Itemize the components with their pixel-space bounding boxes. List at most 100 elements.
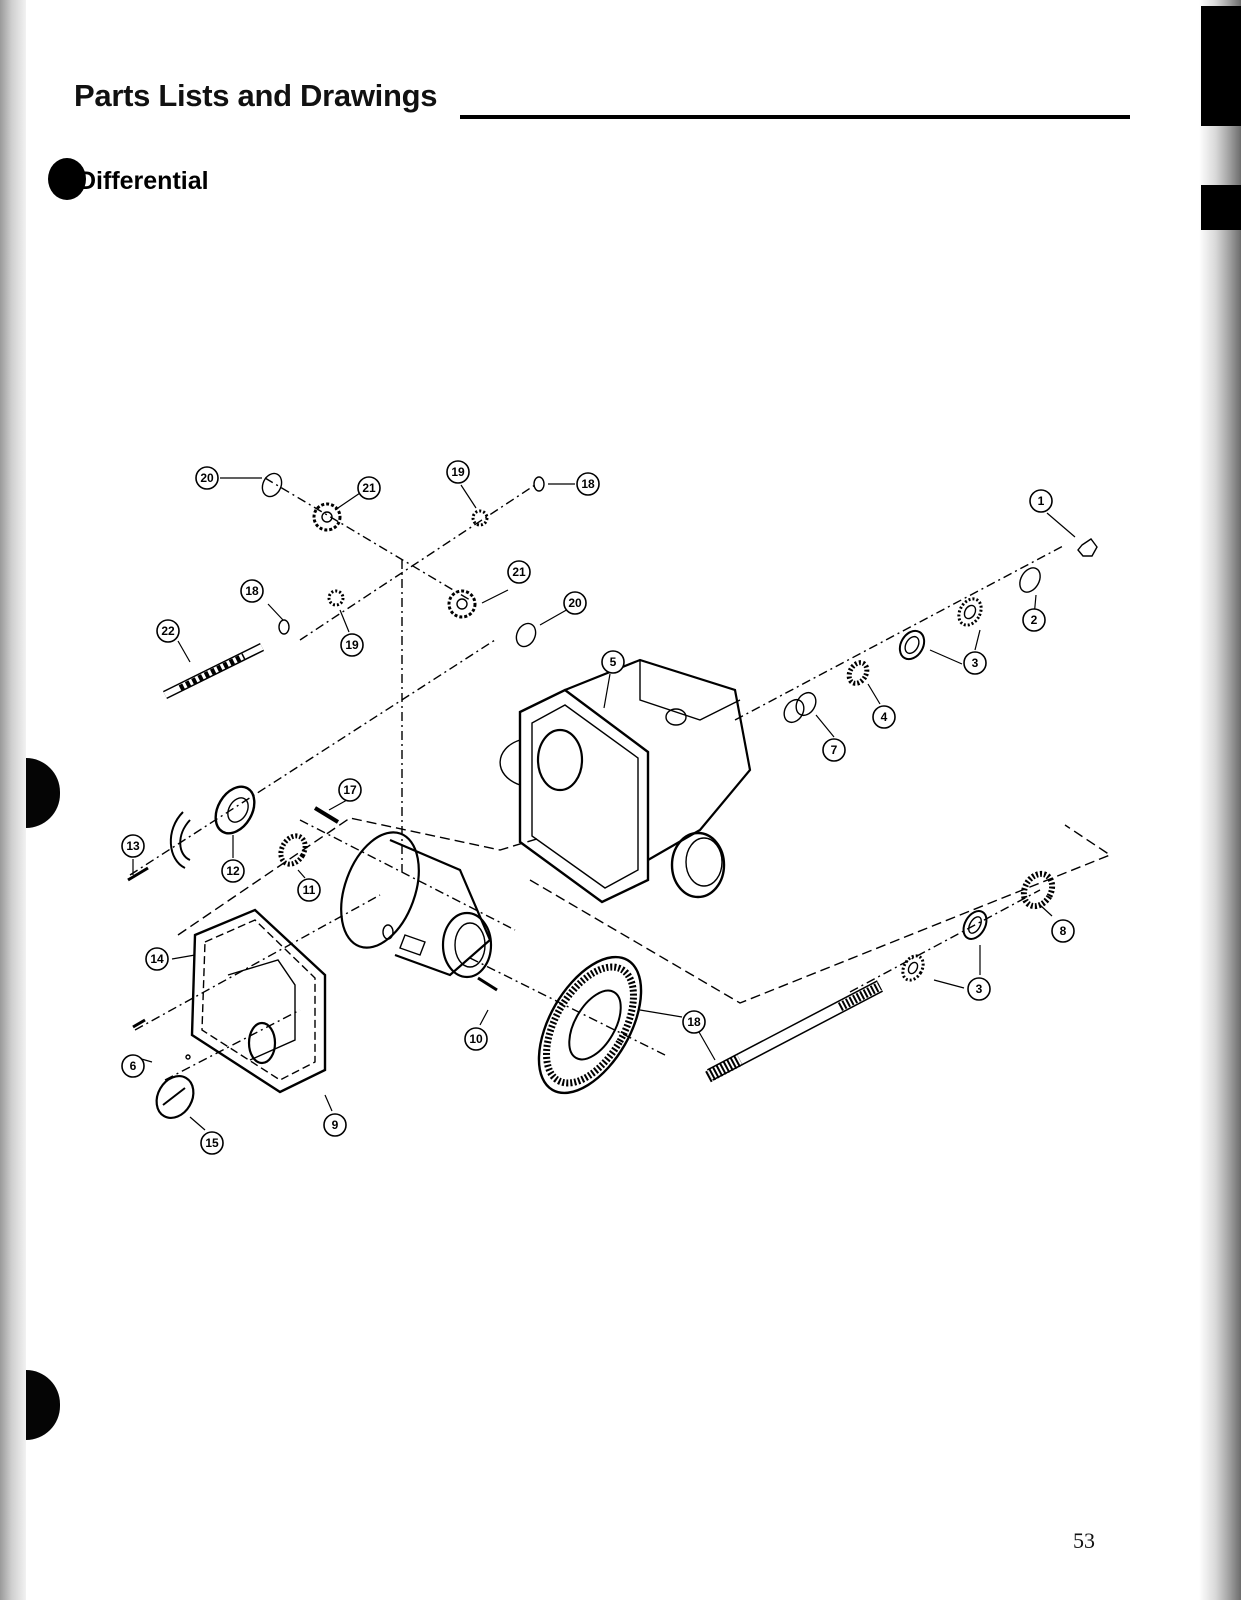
svg-text:18: 18 — [245, 584, 259, 598]
callout-14: 9 — [323, 1113, 347, 1137]
svg-text:21: 21 — [512, 565, 526, 579]
pinion-bearing-cup — [898, 629, 926, 661]
cover-bolt — [132, 1018, 146, 1029]
callout-9: 11 — [297, 878, 321, 902]
washer-upper — [533, 476, 545, 492]
pinion-spring — [846, 660, 870, 686]
callout-21-upper: 21 — [357, 476, 381, 500]
case-pin — [477, 976, 498, 992]
carrier-bolt — [313, 806, 340, 824]
washer-lower — [278, 619, 290, 635]
svg-text:6: 6 — [130, 1059, 137, 1073]
callout-2: 2 — [1022, 608, 1046, 632]
svg-text:11: 11 — [303, 883, 316, 897]
svg-text:14: 14 — [150, 952, 164, 966]
svg-text:17: 17 — [343, 783, 357, 797]
callout-3-upper: 3 — [963, 651, 987, 675]
assembly-lines — [129, 477, 1066, 1081]
callout-8: 8 — [1051, 919, 1075, 943]
page-header: Parts Lists and Drawings — [74, 78, 1130, 122]
callout-20-lower: 20 — [563, 591, 587, 615]
svg-text:18: 18 — [687, 1015, 701, 1029]
housing-outline-right — [529, 824, 1112, 1004]
svg-text:9: 9 — [332, 1118, 339, 1132]
svg-text:20: 20 — [200, 471, 214, 485]
section-title: Differential — [78, 167, 209, 195]
svg-text:3: 3 — [976, 982, 983, 996]
svg-text:10: 10 — [469, 1032, 483, 1046]
svg-text:8: 8 — [1060, 924, 1067, 938]
callout-11: 13 — [121, 834, 145, 858]
callout-6: 6 — [121, 1054, 145, 1078]
shaft-bearing-cone — [901, 954, 925, 982]
svg-text:12: 12 — [226, 864, 240, 878]
callout-10: 12 — [221, 859, 245, 883]
cover-bolt-small — [185, 1054, 191, 1060]
svg-text:15: 15 — [205, 1136, 219, 1150]
binding-tab-upper — [1201, 6, 1241, 126]
callout-5: 5 — [601, 650, 625, 674]
housing-cover — [190, 908, 327, 1094]
ring-gear — [537, 955, 643, 1095]
differential-housing — [499, 658, 752, 904]
shaft-bearing-cup — [962, 910, 988, 940]
side-gear-upper — [312, 502, 342, 532]
callout-18-lower: 18 — [682, 1010, 706, 1034]
pinion-nut — [1077, 538, 1098, 557]
callout-21-lower: 21 — [507, 560, 531, 584]
housing-outline-left — [177, 817, 541, 936]
shaft-spring — [1020, 870, 1056, 910]
callout-15: 10 — [464, 1027, 488, 1051]
callout-7: 7 — [822, 738, 846, 762]
pinion-spacer — [783, 691, 817, 724]
svg-text:19: 19 — [451, 465, 465, 479]
side-gear-lower — [447, 589, 477, 619]
callout-19-lower: 19 — [340, 633, 364, 657]
callout-12: 14 — [145, 947, 169, 971]
svg-text:18: 18 — [581, 477, 595, 491]
callout-18-upper: 18 — [576, 472, 600, 496]
callout-19-upper: 19 — [446, 460, 470, 484]
svg-text:22: 22 — [161, 624, 175, 638]
page-left-shadow — [0, 0, 26, 1600]
title-rule — [460, 115, 1130, 119]
carrier-spring — [278, 833, 308, 867]
pinion-bearing-cone — [957, 597, 983, 627]
svg-text:21: 21 — [362, 481, 376, 495]
thrust-washer-lower — [515, 622, 537, 648]
bearing-cap-strap — [169, 811, 191, 869]
svg-text:5: 5 — [610, 655, 617, 669]
page-title: Parts Lists and Drawings — [74, 78, 438, 113]
callout-17: 17 — [338, 778, 362, 802]
cap-bolt — [127, 866, 149, 882]
section-bullet-icon — [48, 158, 86, 200]
cross-shaft — [163, 642, 264, 700]
svg-text:20: 20 — [568, 596, 582, 610]
pinion-gear-lower — [327, 589, 345, 607]
callout-1: 1 — [1029, 489, 1053, 513]
callout-13: 15 — [200, 1131, 224, 1155]
differential-case — [340, 831, 493, 979]
callout-leaders — [132, 477, 1076, 1131]
callout-22: 22 — [156, 619, 180, 643]
page-number: 53 — [1073, 1528, 1095, 1553]
binding-tab-lower — [1201, 185, 1241, 230]
callout-4: 4 — [872, 705, 896, 729]
svg-text:3: 3 — [972, 656, 979, 670]
svg-text:4: 4 — [881, 710, 888, 724]
svg-text:19: 19 — [345, 638, 359, 652]
pinion-gear-upper — [471, 509, 489, 527]
page-right-shadow — [1199, 0, 1241, 1600]
svg-text:7: 7 — [831, 743, 838, 757]
svg-text:2: 2 — [1031, 613, 1038, 627]
thrust-washer-upper — [261, 472, 283, 498]
callout-18-left: 18 — [240, 579, 264, 603]
callout-3-lower: 3 — [967, 977, 991, 1001]
svg-text:1: 1 — [1038, 494, 1045, 508]
pinion-washer — [1019, 567, 1041, 593]
svg-text:13: 13 — [126, 839, 140, 853]
carrier-bearing-left — [214, 785, 256, 835]
callout-20-upper: 20 — [195, 466, 219, 490]
fill-plug — [155, 1075, 195, 1119]
